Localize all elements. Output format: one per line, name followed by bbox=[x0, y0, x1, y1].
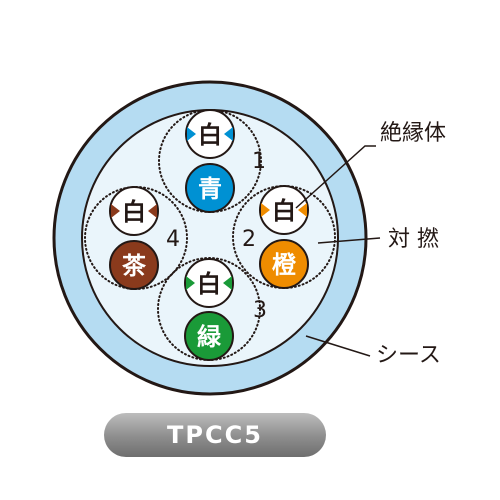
pair-3-white-conductor bbox=[184, 258, 234, 308]
model-label: TPCC5 bbox=[167, 421, 263, 449]
pair-3-color-label: 緑 bbox=[197, 323, 222, 351]
pair-3-color-conductor bbox=[184, 311, 234, 361]
pair-1-stripe-right bbox=[224, 127, 233, 141]
pair-3-number: 3 bbox=[253, 298, 267, 323]
pair-3-stripe-left bbox=[186, 276, 195, 290]
pair-4-color-label: 茶 bbox=[122, 252, 147, 280]
pair-1-color-conductor bbox=[185, 163, 235, 213]
pair-1-white-label: 白 bbox=[198, 121, 222, 149]
pair-3-stripe-right bbox=[223, 276, 232, 290]
sheath-leader-line bbox=[305, 335, 371, 357]
pair-2-white-conductor bbox=[259, 185, 309, 235]
pair-3-white-label: 白 bbox=[197, 270, 221, 298]
pair-2-color-conductor bbox=[259, 239, 309, 289]
pair-2: 白 橙 2 bbox=[242, 185, 309, 289]
twisted-pair-leader-line bbox=[317, 237, 381, 244]
pair-1: 白 青 1 bbox=[185, 109, 266, 213]
pair-1-color-label: 青 bbox=[198, 175, 222, 203]
pair-4-white-conductor bbox=[109, 186, 159, 236]
pair-4-color-conductor bbox=[109, 240, 159, 290]
pair-4-white-label: 白 bbox=[122, 198, 146, 226]
pair-2-white-label: 白 bbox=[272, 197, 296, 225]
pair-2-number: 2 bbox=[242, 227, 256, 252]
pair-2-color-label: 橙 bbox=[272, 251, 297, 279]
insulation-leader-line bbox=[295, 145, 376, 209]
pair-4-stripe-left bbox=[111, 204, 120, 218]
sheath-label: シース bbox=[376, 343, 441, 368]
pair-2-stripe-right bbox=[298, 203, 307, 217]
pair-3: 白 緑 3 bbox=[184, 258, 267, 361]
pair-4: 白 茶 4 bbox=[109, 186, 180, 290]
pair-4-stripe-right bbox=[148, 204, 157, 218]
pair-1-stripe-left bbox=[187, 127, 196, 141]
pair-4-number: 4 bbox=[166, 227, 180, 252]
pair-1-white-conductor bbox=[185, 109, 235, 159]
pair-2-stripe-left bbox=[261, 203, 270, 217]
pair-1-number: 1 bbox=[252, 149, 266, 174]
twisted-pair-label: 対 撚 bbox=[388, 227, 439, 252]
insulation-label: 絶縁体 bbox=[380, 121, 446, 146]
model-badge: TPCC5 bbox=[104, 413, 326, 457]
